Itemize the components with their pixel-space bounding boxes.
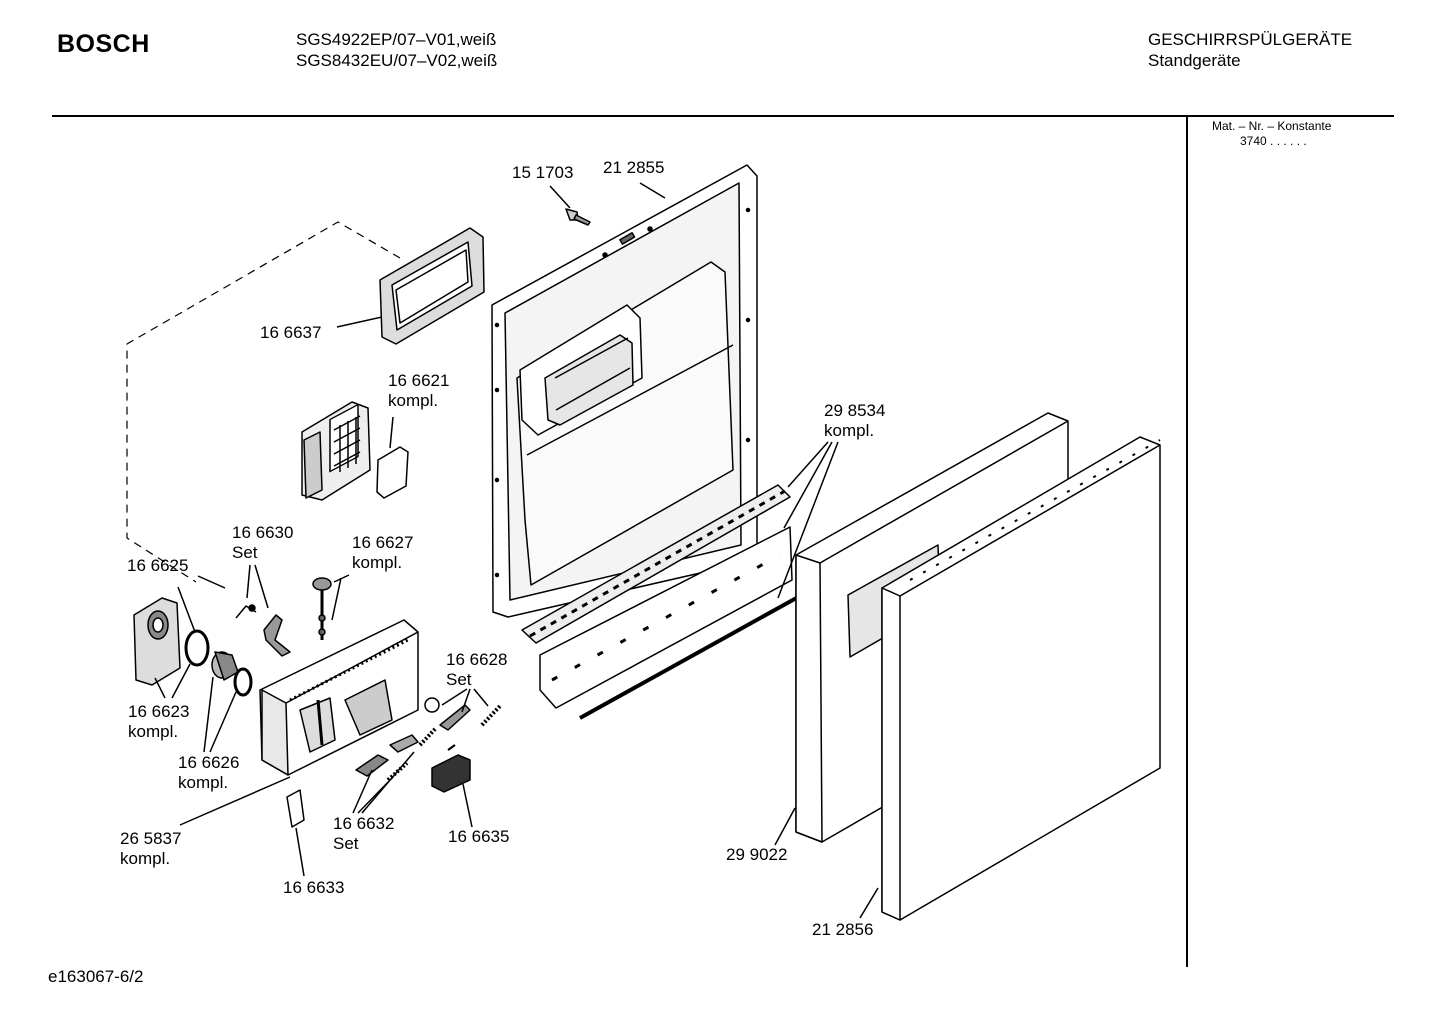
label-21-2855: 21 2855 — [603, 158, 665, 177]
part-front-panel — [881, 436, 1161, 921]
label-number: 29 8534 — [824, 401, 886, 420]
drawing-id: e163067-6/2 — [48, 967, 144, 986]
label-suffix: kompl. — [352, 553, 403, 572]
part-screw — [565, 208, 591, 226]
part-valve — [312, 577, 332, 640]
label-15-1703: 15 1703 — [512, 163, 574, 182]
label-suffix: kompl. — [388, 391, 439, 410]
label-21-2856: 21 2856 — [812, 920, 874, 939]
part-flap-set — [424, 697, 502, 731]
label-suffix: kompl. — [120, 849, 171, 868]
label-16-6637: 16 6637 — [260, 323, 322, 342]
label-suffix: Set — [232, 543, 258, 562]
label-number: 16 6632 — [333, 814, 395, 833]
part-gasket-frame — [379, 227, 485, 345]
label-number: 16 6630 — [232, 523, 294, 542]
mat-nr-label: Mat. – Nr. – Konstante — [1212, 119, 1332, 133]
header-divider — [52, 115, 1394, 117]
part-inner-door — [491, 164, 758, 618]
part-seal-ring — [184, 629, 210, 667]
mat-nr-value: 3740 . . . . . . — [1240, 134, 1307, 148]
side-panel-divider — [1186, 115, 1188, 967]
part-nozzle — [211, 651, 253, 697]
label-16-6635: 16 6635 — [448, 827, 510, 846]
label-number: 26 5837 — [120, 829, 182, 848]
label-suffix: kompl. — [824, 421, 875, 440]
label-number: 16 6627 — [352, 533, 414, 552]
model-line-1: SGS4922EP/07–V01,weiß — [296, 30, 497, 49]
label-29-9022: 29 9022 — [726, 845, 788, 864]
leader-lines — [154, 182, 879, 919]
part-vent-grille — [301, 401, 409, 501]
label-suffix: kompl. — [178, 773, 229, 792]
label-suffix: kompl. — [128, 722, 179, 741]
label-16-6633: 16 6633 — [283, 878, 345, 897]
part-microswitch — [431, 744, 471, 793]
brand-logo: BOSCH — [57, 30, 150, 58]
category-title: GESCHIRRSPÜLGERÄTE — [1148, 30, 1353, 49]
label-16-6625: 16 6625 — [127, 556, 189, 575]
model-line-2: SGS8432EU/07–V02,weiß — [296, 51, 498, 70]
part-dispenser-housing — [259, 619, 419, 776]
part-hinge-rail — [521, 484, 801, 720]
part-lever-set — [235, 604, 291, 657]
part-cap-cover — [133, 597, 181, 686]
label-suffix: Set — [446, 670, 472, 689]
label-number: 16 6623 — [128, 702, 190, 721]
label-number: 16 6628 — [446, 650, 508, 669]
dashed-assembly-line — [126, 221, 401, 583]
label-number: 16 6626 — [178, 753, 240, 772]
category-subtitle: Standgeräte — [1148, 51, 1241, 70]
part-clip — [286, 789, 305, 828]
label-suffix: Set — [333, 834, 359, 853]
label-number: 16 6621 — [388, 371, 450, 390]
